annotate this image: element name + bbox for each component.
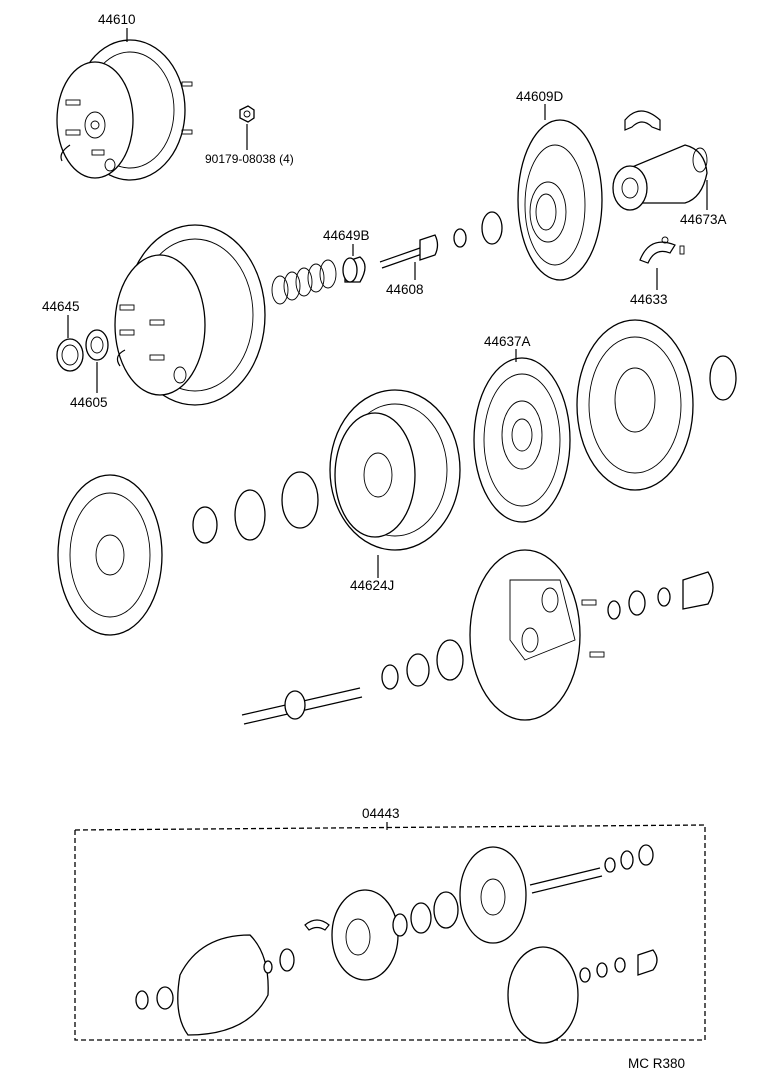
label-44605: 44605 xyxy=(70,395,108,410)
ring-c xyxy=(281,471,319,529)
ring-b xyxy=(234,489,266,541)
label-44633: 44633 xyxy=(630,292,668,307)
label-44637A: 44637A xyxy=(484,334,531,349)
nut-part xyxy=(239,105,255,123)
washer-a xyxy=(607,600,621,620)
ring-a xyxy=(192,506,218,544)
diaphragm-right xyxy=(576,319,694,491)
ring-e xyxy=(406,653,430,687)
o-ring xyxy=(481,211,503,245)
label-44610: 44610 xyxy=(98,12,136,27)
label-44673A: 44673A xyxy=(680,212,727,227)
label-44609D: 44609D xyxy=(516,89,564,104)
diaphragm-left xyxy=(57,474,163,636)
seal-44649B xyxy=(342,256,366,283)
brake-booster-assembly xyxy=(56,39,193,181)
small-ring xyxy=(453,228,467,248)
clip-part xyxy=(624,110,661,131)
label-44649B: 44649B xyxy=(323,228,370,243)
clip-small xyxy=(657,587,671,607)
kit-parts xyxy=(135,844,658,1044)
label-90179-08038: 90179-08038 (4) xyxy=(205,152,294,166)
drawing-id: MC R380 xyxy=(628,1056,685,1071)
ring-f xyxy=(436,639,464,681)
label-04443: 04443 xyxy=(362,806,400,821)
label-44624J: 44624J xyxy=(350,578,394,593)
label-44608: 44608 xyxy=(386,282,424,297)
seal-44605 xyxy=(85,329,109,361)
washer-b xyxy=(628,590,646,616)
boot-44673A xyxy=(612,144,708,211)
front-shell xyxy=(114,224,266,406)
push-rod xyxy=(241,687,363,725)
clip-44633 xyxy=(639,236,685,264)
rod-44608 xyxy=(379,234,439,269)
kit-box xyxy=(74,824,706,1041)
piston-44624J xyxy=(329,389,461,551)
retaining-ring xyxy=(709,355,737,401)
plate-44609D xyxy=(517,119,603,281)
rear-shell xyxy=(469,549,581,721)
ring-44645 xyxy=(56,338,84,372)
boot-small xyxy=(682,571,714,610)
ring-d xyxy=(381,664,399,690)
spring-part xyxy=(271,259,337,305)
label-44645: 44645 xyxy=(42,299,80,314)
plate-44637A xyxy=(473,357,571,523)
